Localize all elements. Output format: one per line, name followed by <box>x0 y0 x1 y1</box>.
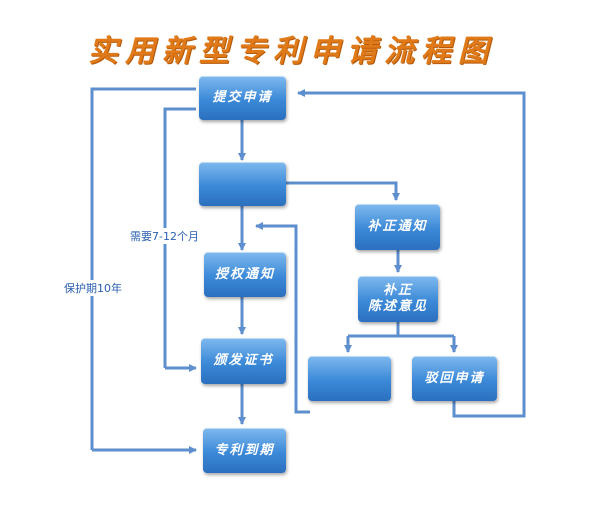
duration-label: 需要7-12个月 <box>130 228 199 244</box>
reject-label: 驳回申请 <box>424 370 485 386</box>
statement-box: 补正 陈述意见 <box>358 276 438 322</box>
expiry-box: 专利到期 <box>203 428 286 473</box>
arrow-reexamine-to-review <box>255 222 310 414</box>
correction-label: 补正通知 <box>367 219 428 234</box>
arrow-statement-split <box>348 322 454 338</box>
submit-label: 提交申请 <box>212 90 273 105</box>
certificate-box: 颁发证书 <box>201 338 286 384</box>
arrow-reject-to-submit <box>297 89 526 418</box>
arrow-protection-bracket <box>90 87 196 450</box>
protection-label: 保护期10年 <box>64 280 122 296</box>
arrow-review-to-correction <box>285 181 400 201</box>
statement-label-line1: 补正 <box>382 283 413 298</box>
statement-label-line2: 陈述意见 <box>367 299 428 314</box>
expiry-label: 专利到期 <box>214 442 275 458</box>
arrow-duration-bracket <box>163 107 196 368</box>
certificate-label: 颁发证书 <box>213 353 274 368</box>
submit-box: 提交申请 <box>199 76 286 120</box>
grant-notice-box: 授权通知 <box>204 252 286 297</box>
diagram-title: 实用新型专利申请流程图 <box>88 34 495 69</box>
correction-box: 补正通知 <box>355 204 440 250</box>
grant-notice-label: 授权通知 <box>214 266 275 282</box>
reexamine-box <box>308 356 391 401</box>
review-box <box>199 162 286 206</box>
reject-box: 驳回申请 <box>412 356 497 401</box>
